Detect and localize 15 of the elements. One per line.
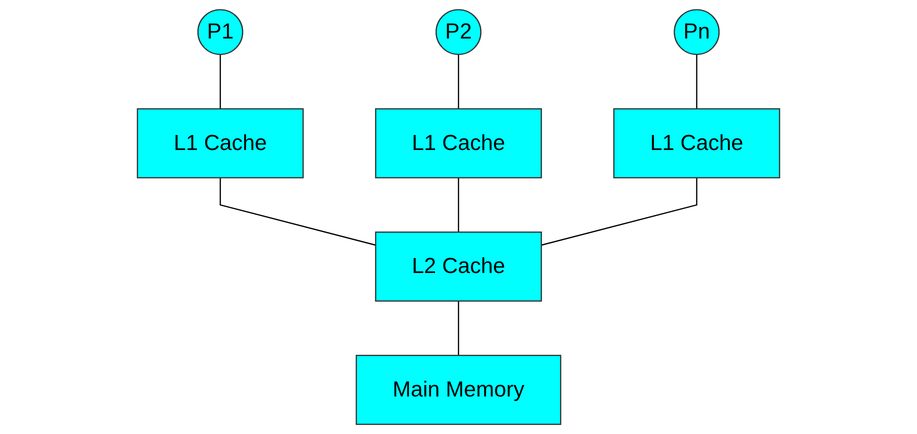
node-circle: Pn [674, 9, 720, 56]
connector [458, 301, 460, 356]
node-box: L1 Cache [136, 108, 304, 178]
node-circle: P2 [436, 9, 482, 56]
connector [458, 54, 460, 109]
connector [541, 178, 698, 246]
node-circle: P1 [197, 9, 244, 56]
connector [220, 178, 376, 246]
node-box: Main Memory [356, 354, 562, 425]
node-box: L1 Cache [613, 108, 780, 178]
connector [458, 178, 460, 232]
node-box: L2 Cache [375, 232, 542, 302]
connector [696, 54, 698, 109]
node-box: L1 Cache [375, 108, 542, 178]
connector [220, 54, 221, 109]
